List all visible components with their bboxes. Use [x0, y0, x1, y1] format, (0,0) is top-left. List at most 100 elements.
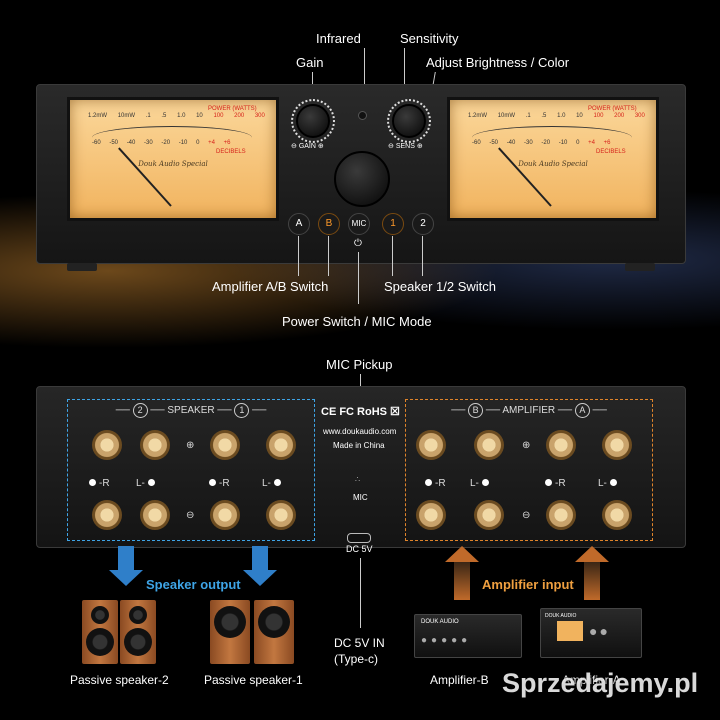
passive-speaker-2-right	[120, 600, 156, 664]
sens-knob[interactable]	[392, 104, 426, 138]
speaker-switch-leader	[392, 236, 393, 276]
power-icon: ⏻	[354, 238, 362, 249]
vu-meter-left: POWER (WATTS) 1.2mW 10mW .1 .5 1.0 10 10…	[67, 97, 279, 221]
button-b[interactable]: B	[318, 213, 340, 235]
speaker-output-label: Speaker output	[146, 577, 241, 592]
speaker-switch-label: Speaker 1/2 Switch	[384, 279, 497, 294]
amp-brand: DOUK AUDIO	[545, 613, 577, 619]
dc-5v-label: DC 5V	[346, 544, 373, 554]
dc-leader	[360, 558, 361, 628]
meter-needle	[118, 147, 172, 207]
speaker-cone	[86, 628, 114, 656]
usb-c-port[interactable]	[347, 533, 371, 543]
made-in-text: Made in China	[333, 441, 385, 450]
button-1[interactable]: 1	[382, 213, 404, 235]
mic-pickup-label: MIC Pickup	[326, 357, 393, 372]
polarity-r: -R	[542, 478, 566, 489]
meter-power-title: POWER (WATTS)	[588, 106, 637, 112]
binding-post[interactable]	[266, 500, 296, 530]
adjust-brightness-label: Adjust Brightness / Color	[426, 55, 570, 70]
mic-holes: ∴	[355, 475, 362, 484]
meter-power-title: POWER (WATTS)	[208, 106, 257, 112]
amplifier-input-arrow-left	[445, 546, 479, 600]
binding-post[interactable]	[140, 430, 170, 460]
polarity-r: -R	[422, 478, 446, 489]
binding-post[interactable]	[92, 430, 122, 460]
infrared-sensor	[358, 111, 367, 120]
meter-decibels: DECIBELS	[216, 149, 246, 155]
amp-brand: DOUK AUDIO	[421, 619, 459, 625]
passive-speaker-1-label: Passive speaker-1	[204, 673, 303, 687]
binding-post[interactable]	[140, 500, 170, 530]
type-c-label: (Type-c)	[334, 652, 379, 666]
power-leader	[358, 252, 359, 304]
polarity-r: -R	[86, 478, 110, 489]
infrared-label: Infrared	[316, 31, 361, 46]
polarity-l: L-	[598, 478, 620, 489]
gain-label: Gain	[296, 55, 324, 70]
polarity-r: -R	[206, 478, 230, 489]
binding-post[interactable]	[416, 430, 446, 460]
vu-meter-right: POWER (WATTS) 1.2mW 10mW .1 .5 1.0 10 10…	[447, 97, 659, 221]
mic-button[interactable]: MIC	[348, 213, 370, 235]
polarity-l: L-	[470, 478, 492, 489]
meter-db-scale: -60 -50 -40 -30 -20 -10 0 +4 +6	[92, 140, 231, 146]
binding-post[interactable]	[210, 500, 240, 530]
speaker-output-arrow-left	[109, 546, 143, 586]
button-2[interactable]: 2	[412, 213, 434, 235]
rear-panel: ── 2 ── SPEAKER ── 1 ── ⊕ ⊖ -R L- -R L- …	[36, 386, 686, 548]
passive-speaker-1-left	[210, 600, 250, 664]
amplifier-terminal-panel: ── B ── AMPLIFIER ── A ── ⊕ ⊖ -R L- -R L…	[405, 399, 653, 541]
passive-speaker-2-left	[82, 600, 118, 664]
passive-speaker-2-label: Passive speaker-2	[70, 673, 169, 687]
gain-knob[interactable]	[296, 104, 330, 138]
speaker-panel-title: ── 2 ── SPEAKER ── 1 ──	[115, 403, 267, 418]
sens-knob-label: ⊖ SENS ⊕	[388, 143, 423, 150]
watermark: Sprzedajemy.pl	[502, 668, 699, 698]
meter-db-scale: -60 -50 -40 -30 -20 -10 0 +4 +6	[472, 140, 611, 146]
binding-post[interactable]	[602, 430, 632, 460]
dc-in-label: DC 5V IN	[334, 636, 385, 650]
amplifier-a-device: DOUK AUDIO ●●	[540, 608, 642, 658]
mic-text: MIC	[353, 493, 368, 502]
website-text: www.doukaudio.com	[323, 427, 397, 436]
polarity-l: L-	[136, 478, 158, 489]
binding-post[interactable]	[474, 430, 504, 460]
meter-mw-scale: 1.2mW 10mW .1 .5 1.0 10 100 200 300	[468, 113, 645, 119]
amp-switch-leader	[298, 236, 299, 276]
meter-decibels: DECIBELS	[596, 149, 626, 155]
binding-post[interactable]	[546, 500, 576, 530]
amplifier-input-arrow-right	[575, 546, 609, 600]
binding-post[interactable]	[474, 500, 504, 530]
amplifier-input-label: Amplifier input	[482, 577, 574, 592]
power-switch-label: Power Switch / MIC Mode	[282, 314, 432, 329]
button-a[interactable]: A	[288, 213, 310, 235]
binding-post[interactable]	[210, 430, 240, 460]
binding-post[interactable]	[546, 430, 576, 460]
speaker-cone	[214, 606, 246, 638]
polarity-l: L-	[262, 478, 284, 489]
binding-post[interactable]	[416, 500, 446, 530]
passive-speaker-1-right	[254, 600, 294, 664]
binding-post[interactable]	[602, 500, 632, 530]
sens-knob-ring	[387, 99, 431, 143]
plus-icon: ⊕	[522, 440, 531, 451]
certification-marks: CE FC RoHS ☒	[321, 406, 400, 418]
binding-post[interactable]	[266, 430, 296, 460]
meter-brand: Douk Audio Special	[138, 160, 208, 168]
amplifier-b-device: DOUK AUDIO ●●●●●	[414, 614, 522, 658]
plus-icon: ⊕	[186, 440, 195, 451]
speaker-cone	[124, 628, 152, 656]
binding-post[interactable]	[92, 500, 122, 530]
speaker-cone	[258, 606, 290, 638]
meter-mw-scale: 1.2mW 10mW .1 .5 1.0 10 100 200 300	[88, 113, 265, 119]
speaker-output-arrow-right	[243, 546, 277, 586]
amplifier-switch-label: Amplifier A/B Switch	[212, 279, 329, 294]
amp-vu-meter	[557, 621, 583, 641]
amplifier-b-label: Amplifier-B	[430, 673, 489, 687]
sensitivity-label: Sensitivity	[400, 31, 459, 46]
minus-icon: ⊖	[522, 510, 531, 521]
meter-arc	[92, 126, 252, 149]
amp-knobs: ●●	[589, 623, 610, 639]
brightness-color-knob[interactable]	[334, 151, 390, 207]
